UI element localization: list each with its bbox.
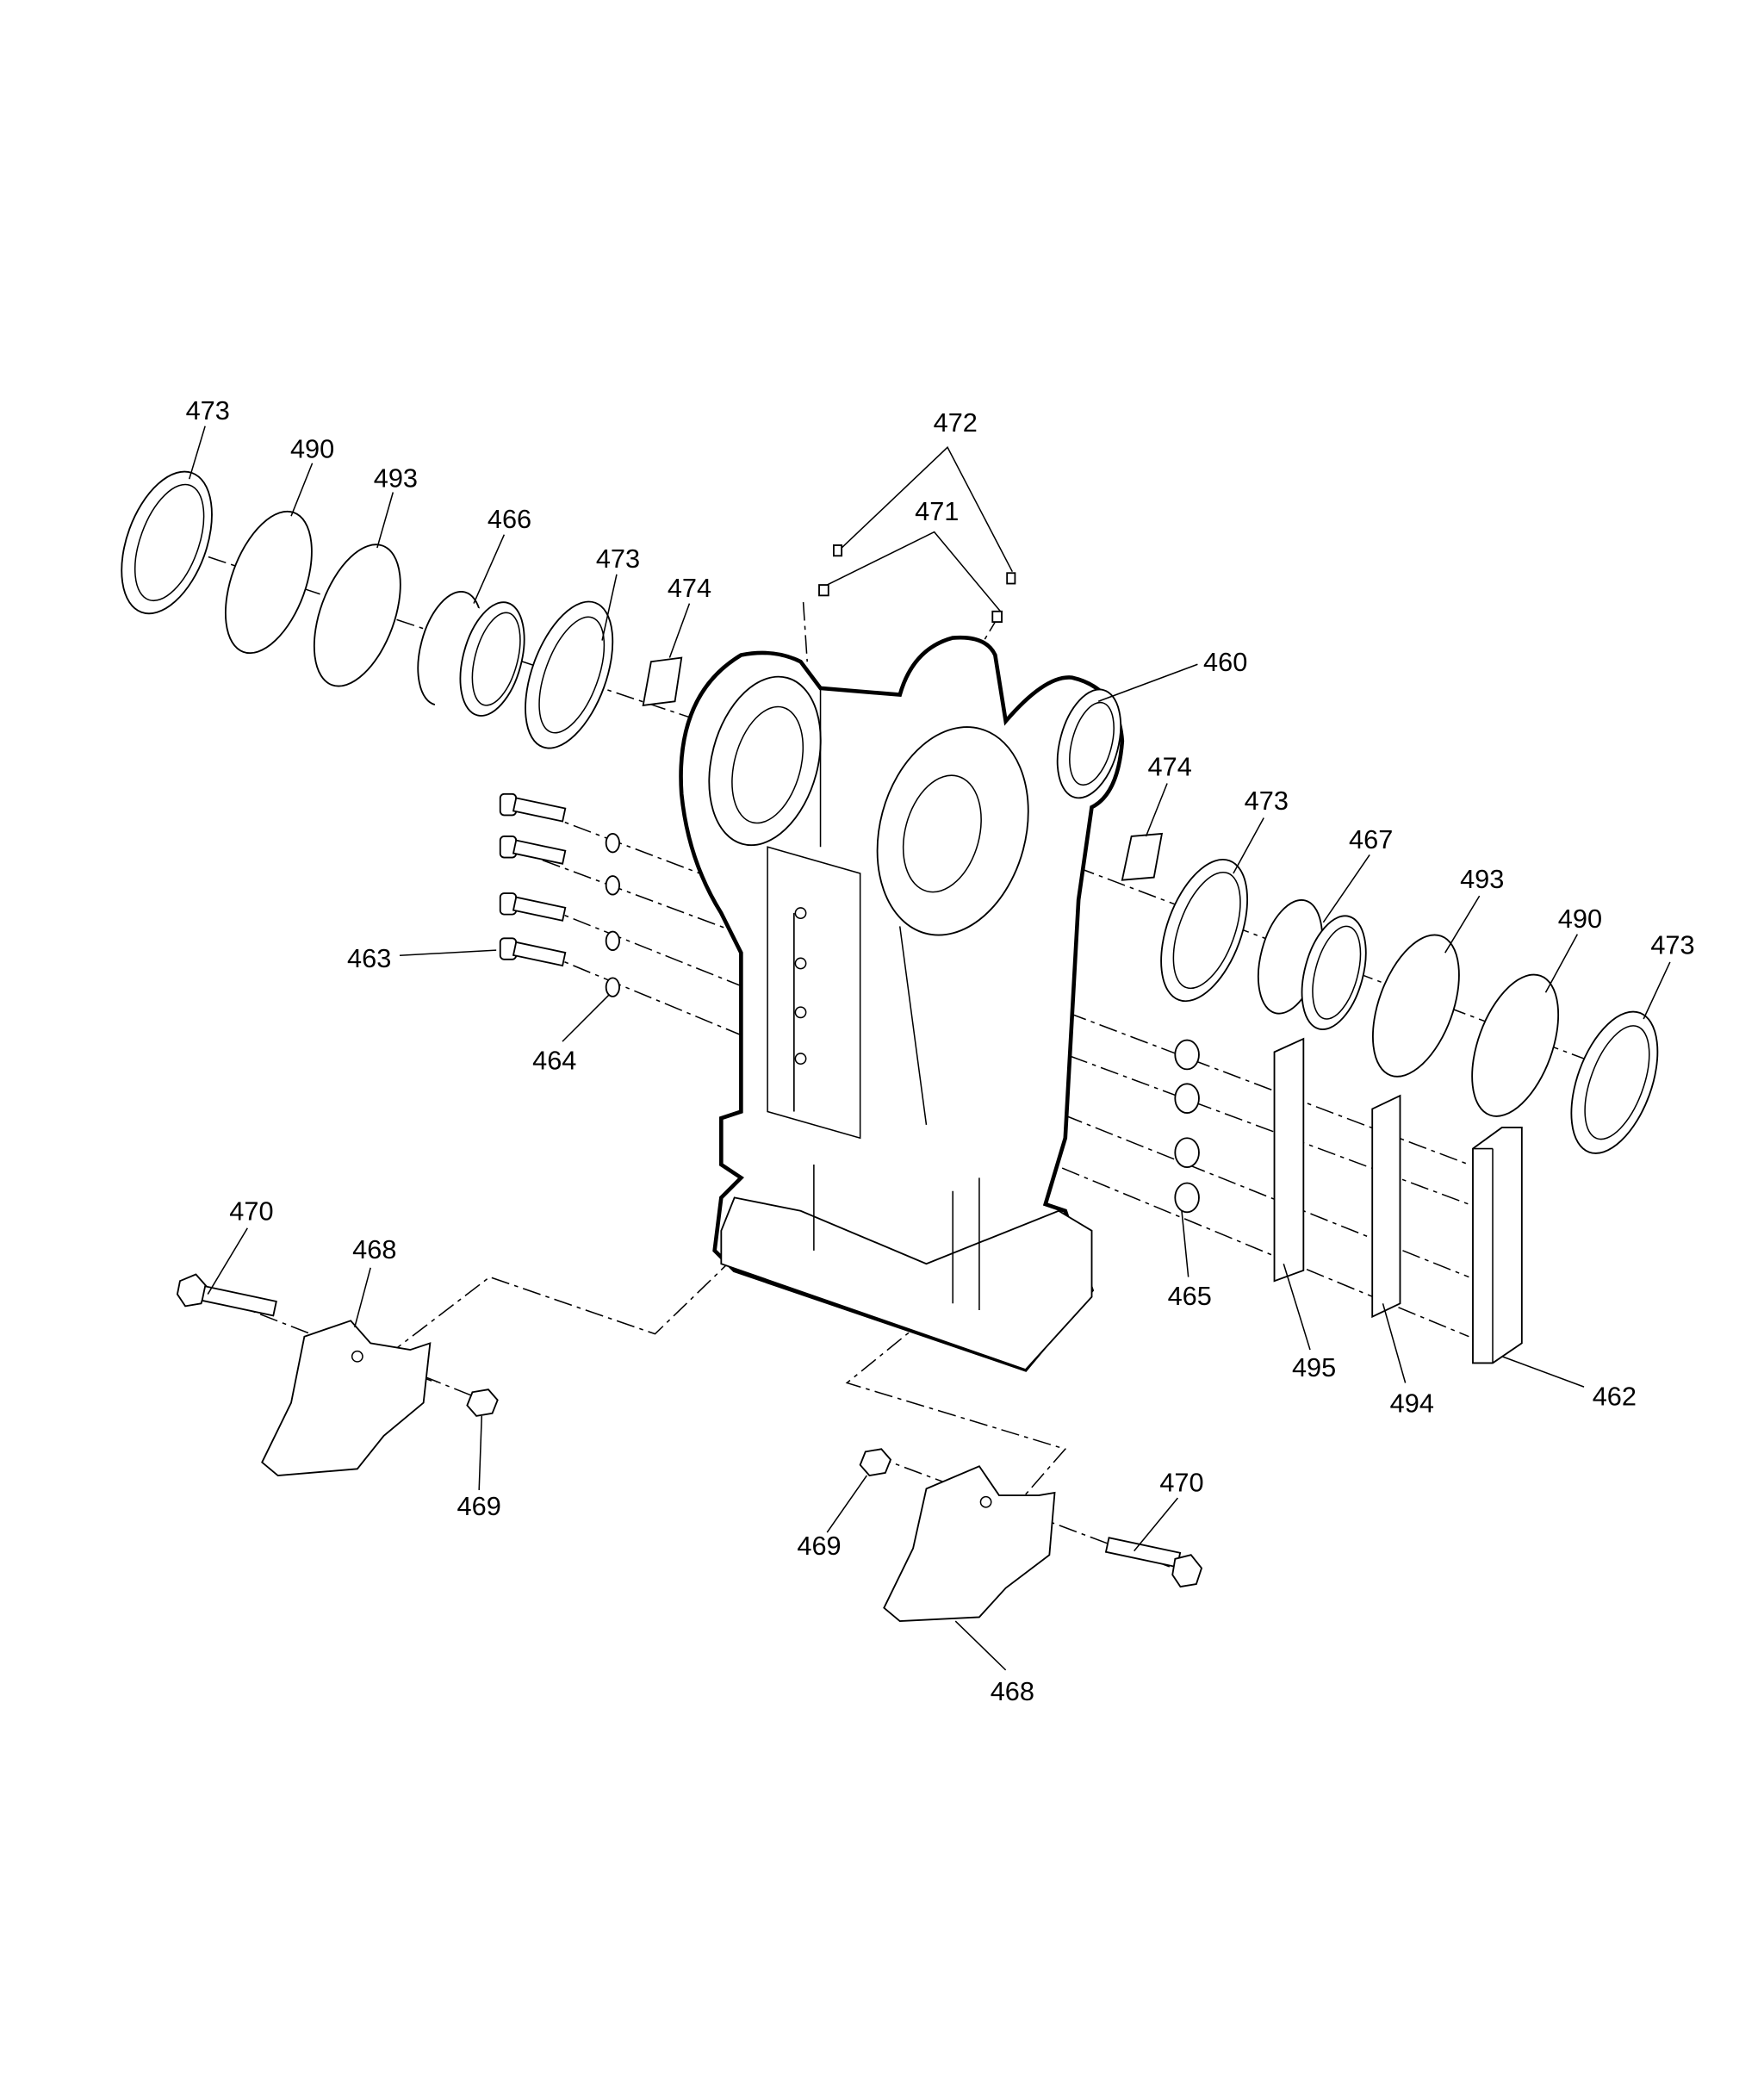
label-490: 490 [290, 434, 334, 464]
part-490-left-shim [224, 510, 313, 655]
label-473: 473 [186, 395, 230, 426]
label-469: 469 [457, 1491, 501, 1521]
part-labels: 473 490 493 466 473 474 472 471 460 474 … [186, 395, 1695, 1706]
part-473-left-outer-ring [121, 470, 213, 615]
part-465-spacers [1174, 1039, 1200, 1214]
label-464: 464 [532, 1045, 576, 1075]
label-465: 465 [1168, 1281, 1212, 1311]
label-468: 468 [352, 1234, 396, 1264]
part-472-grease-fittings [833, 544, 1016, 585]
part-471-grease-nipples [818, 584, 1003, 624]
part-467-bushing [1258, 898, 1367, 1031]
label-466: 466 [488, 504, 531, 534]
label-473: 473 [1650, 930, 1694, 960]
part-474-right-pad [1121, 832, 1164, 881]
part-463-bolts [499, 792, 567, 967]
leader-lines [188, 426, 1671, 1671]
part-460-main-frame [679, 635, 1125, 1372]
label-473: 473 [1245, 786, 1289, 816]
part-474-left-pad [642, 656, 683, 706]
part-470-right-bolt [1104, 1537, 1203, 1588]
label-472: 472 [934, 407, 978, 438]
part-495-shim-plate [1273, 1037, 1305, 1283]
part-469-right-nut [859, 1448, 892, 1477]
label-460: 460 [1203, 647, 1247, 677]
part-469-left-nut [466, 1389, 499, 1417]
part-468-left-tooth [261, 1320, 432, 1476]
part-464-washers [605, 832, 620, 997]
part-466-bushing [417, 591, 525, 720]
label-473: 473 [596, 544, 640, 574]
label-495: 495 [1292, 1352, 1336, 1382]
label-470: 470 [229, 1196, 273, 1227]
label-490: 490 [1558, 904, 1602, 934]
label-469: 469 [797, 1531, 841, 1561]
label-470: 470 [1159, 1467, 1203, 1497]
part-493-left-shim [313, 544, 401, 687]
part-470-left-bolt [176, 1273, 277, 1317]
part-462-wear-plate [1472, 1127, 1523, 1364]
part-493-right-shim [1371, 934, 1460, 1078]
label-493: 493 [374, 463, 418, 493]
part-473-right-outer-ring [1570, 1010, 1659, 1154]
label-494: 494 [1390, 1388, 1434, 1418]
label-467: 467 [1349, 824, 1393, 854]
part-473-left-inner-ring [525, 600, 614, 749]
label-468: 468 [991, 1676, 1034, 1706]
label-493: 493 [1460, 864, 1504, 894]
label-471: 471 [915, 496, 959, 526]
part-494-shim-plate [1371, 1094, 1401, 1319]
part-490-right-shim [1471, 973, 1560, 1117]
label-474: 474 [668, 573, 711, 603]
part-468-right-tooth [883, 1465, 1056, 1622]
label-474: 474 [1148, 751, 1192, 781]
part-473-right-inner-ring [1160, 858, 1249, 1003]
label-463: 463 [347, 943, 391, 973]
label-462: 462 [1593, 1382, 1637, 1412]
